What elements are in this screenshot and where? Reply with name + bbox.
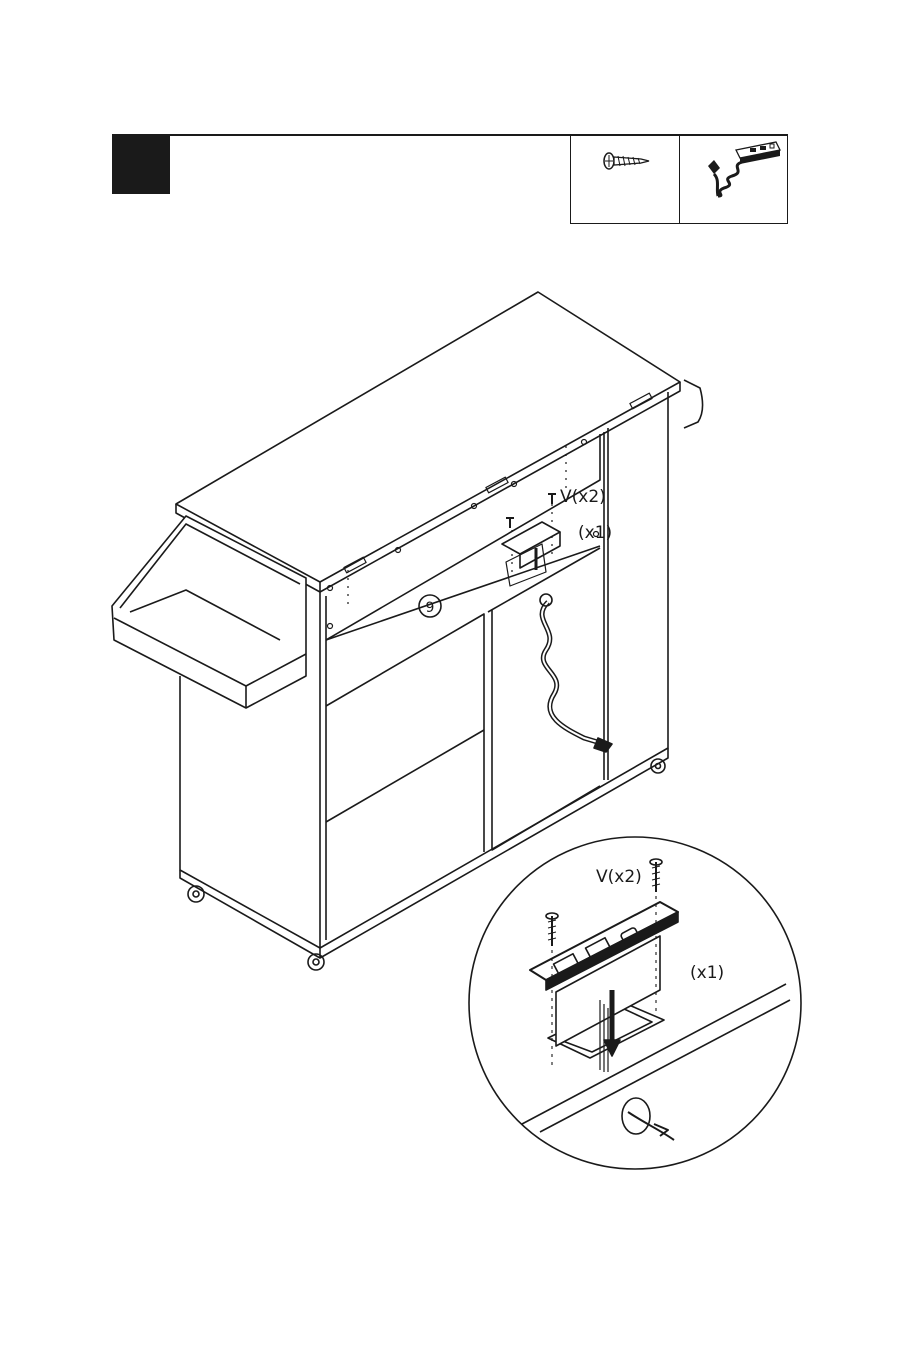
drop-leaf [684,380,703,428]
screw-main-right [548,494,556,504]
screw-label-main: V(x2) [560,487,606,507]
screw-main-left [506,518,514,528]
screw-label-detail: V(x2) [596,867,642,887]
outlet-label-detail: (x1) [690,963,724,983]
outlet-label-main: (x1) [578,523,612,543]
part-number-label: 9 [426,600,435,616]
